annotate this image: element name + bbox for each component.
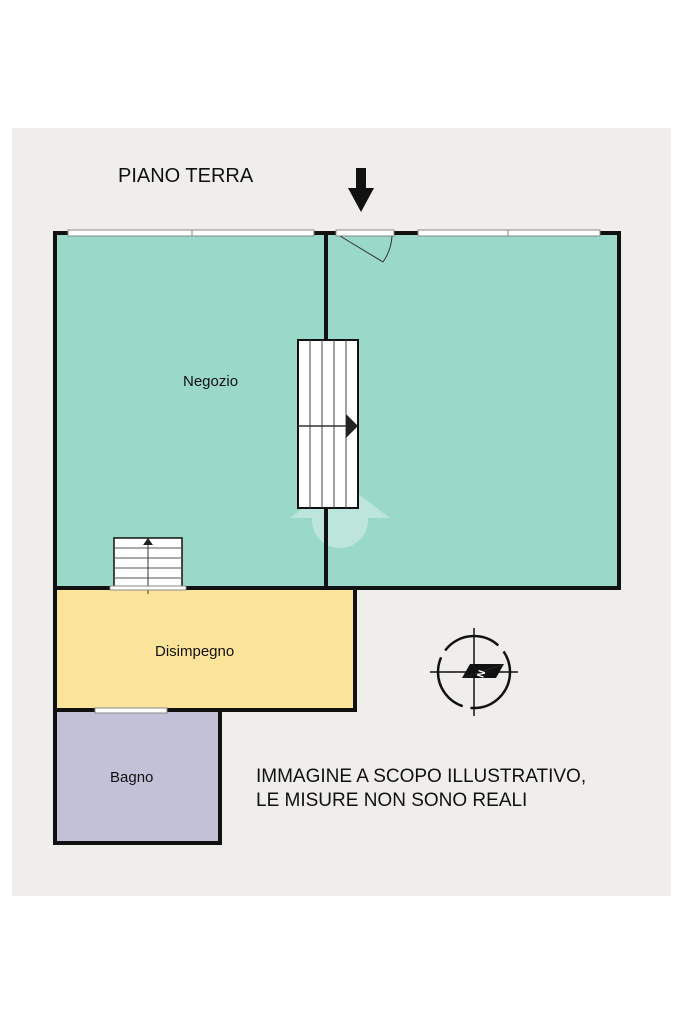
floor-title: PIANO TERRA — [118, 165, 254, 187]
disclaimer-line-2: LE MISURE NON SONO REALI — [256, 790, 527, 811]
room-bathroom — [55, 711, 220, 843]
window — [67, 229, 193, 237]
stair-direction-arrow-icon — [346, 414, 358, 438]
window — [191, 229, 315, 237]
room-label-bathroom: Bagno — [110, 769, 153, 786]
door-opening — [335, 229, 395, 237]
room-shop-left — [55, 233, 328, 588]
stair-direction-arrow-icon — [143, 538, 153, 545]
room-shop-right — [326, 233, 619, 588]
entrance-door — [339, 235, 393, 263]
compass-icon: N — [430, 628, 518, 716]
window — [417, 229, 509, 237]
room-hallway — [55, 589, 355, 710]
room-label-shop: Negozio — [183, 373, 238, 390]
window — [507, 229, 601, 237]
compass-letter: N — [475, 669, 488, 680]
small-staircase — [109, 537, 187, 594]
room-label-hallway: Disimpegno — [155, 643, 234, 660]
disclaimer-line-1: IMMAGINE A SCOPO ILLUSTRATIVO, — [256, 766, 586, 787]
main-staircase — [297, 339, 359, 509]
bathroom-door — [94, 707, 168, 714]
windows — [67, 229, 601, 237]
entrance-arrow-icon — [348, 168, 374, 212]
